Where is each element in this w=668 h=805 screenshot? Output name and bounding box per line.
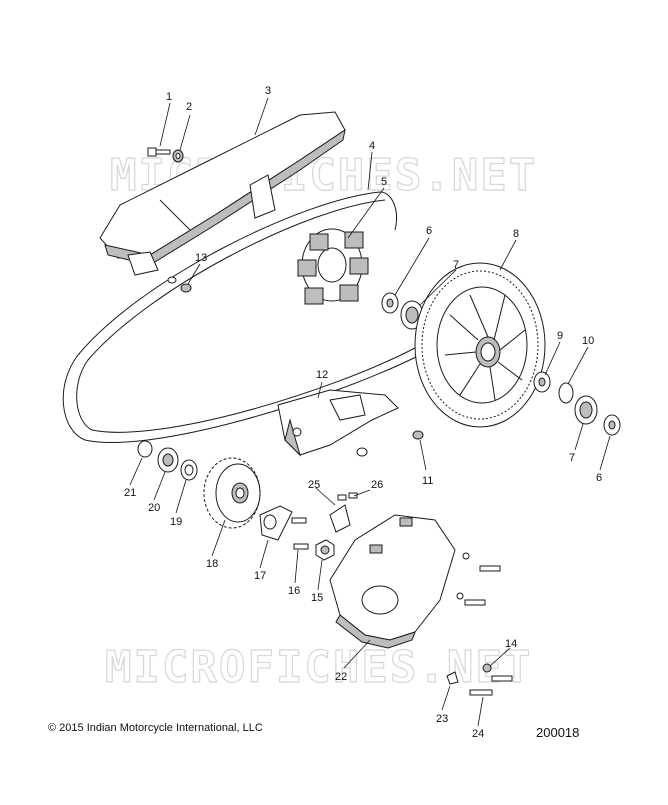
- callout-26: 26: [371, 479, 384, 491]
- callout-22: 22: [335, 671, 348, 683]
- bolt-1: [147, 147, 171, 157]
- bearing-20: [157, 447, 179, 473]
- callout-15: 15: [311, 592, 324, 604]
- belt-guard: [99, 111, 346, 276]
- leader-lines: [129, 97, 611, 727]
- nut-15: [315, 539, 335, 561]
- clip-23: [446, 671, 459, 685]
- rear-wheel-pulley: [414, 262, 546, 428]
- washer-2: [172, 149, 184, 163]
- callout-17: 17: [254, 570, 267, 582]
- copyright-notice: © 2015 Indian Motorcycle International, …: [48, 722, 263, 734]
- callout-20: 20: [148, 502, 161, 514]
- cush-drive-damper: [297, 228, 369, 305]
- callout-3: 3: [265, 85, 272, 97]
- callout-23: 23: [436, 713, 449, 725]
- callout-4: 4: [369, 140, 376, 152]
- callout-2: 2: [186, 101, 193, 113]
- drive-belt: [62, 191, 421, 444]
- bolt-24: [469, 689, 493, 696]
- callout-5: 5: [381, 176, 388, 188]
- bolt-16: [291, 517, 309, 550]
- callout-7-right: 7: [569, 452, 576, 464]
- callout-14: 14: [505, 638, 518, 650]
- washer-14: [482, 663, 513, 682]
- lower-cover: [329, 514, 456, 649]
- callout-6: 6: [426, 225, 433, 237]
- callout-24: 24: [472, 728, 485, 740]
- document-number: 200018: [536, 725, 580, 740]
- callout-8: 8: [513, 228, 520, 240]
- bearing-9: [533, 371, 551, 393]
- callout-25: 25: [308, 479, 321, 491]
- retaining-ring-10: [558, 382, 574, 404]
- bolt-11: [356, 430, 424, 457]
- retaining-ring-21: [137, 440, 153, 458]
- callout-9: 9: [557, 330, 564, 342]
- callout-7: 7: [453, 259, 460, 271]
- bearing-7-right: [574, 395, 598, 425]
- bolt-13: [167, 276, 192, 293]
- watermark-bottom: MICROFICHES.NET: [105, 642, 532, 693]
- callout-12: 12: [316, 369, 329, 381]
- callout-11: 11: [422, 475, 434, 487]
- callout-18: 18: [206, 558, 219, 570]
- callout-16: 16: [288, 585, 301, 597]
- spacer-19: [180, 459, 198, 481]
- bracket-25: [329, 504, 351, 533]
- spacer-6-right: [603, 414, 621, 436]
- spacer-6-top: [381, 292, 399, 314]
- callout-19: 19: [170, 516, 183, 528]
- cover-bolts: [456, 552, 501, 606]
- callout-10: 10: [582, 335, 595, 347]
- callout-13: 13: [195, 252, 208, 264]
- front-pulley: [203, 457, 261, 529]
- callout-1: 1: [166, 91, 173, 103]
- fastener-26: [337, 492, 358, 501]
- callout-21: 21: [124, 487, 137, 499]
- callout-6-right: 6: [596, 472, 603, 484]
- lock-plate-17: [259, 505, 293, 541]
- front-guard: [277, 389, 399, 457]
